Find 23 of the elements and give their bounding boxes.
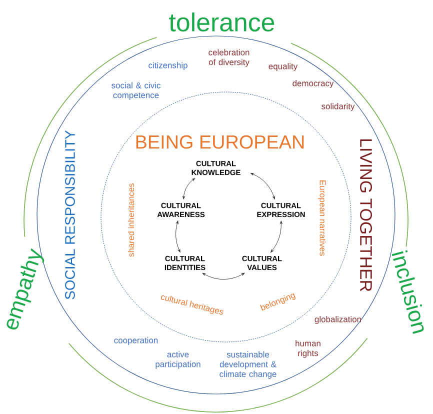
value-label: solidarity [322, 103, 355, 111]
double-arrow [202, 272, 245, 280]
value-label: equality [268, 63, 298, 71]
ring-heading: inclusion [392, 250, 424, 334]
value-label: cooperation [114, 337, 158, 345]
ring-heading: LIVING TOGETHER [360, 139, 372, 292]
value-label: active participation [156, 351, 200, 369]
value-label: sustainable development & climate change [220, 351, 276, 379]
double-arrow [250, 172, 276, 200]
double-arrow [270, 220, 282, 253]
theme-label: European narratives [318, 180, 326, 256]
ring-heading: BEING EUROPEAN [136, 135, 304, 149]
value-label: democracy [292, 80, 334, 88]
value-label: human rights [296, 340, 320, 358]
value-label: globalization [314, 316, 361, 324]
double-arrow [182, 178, 196, 200]
ring-heading: tolerance [169, 12, 274, 32]
value-label: social & civic competence [112, 82, 160, 100]
double-arrow [176, 220, 180, 252]
theme-label: shared inheritances [128, 183, 134, 257]
ring-heading: SOCIAL RESPONSIBILITY [65, 130, 75, 300]
value-label: celebration of diversity [208, 49, 250, 67]
value-label: citizenship [148, 62, 188, 70]
